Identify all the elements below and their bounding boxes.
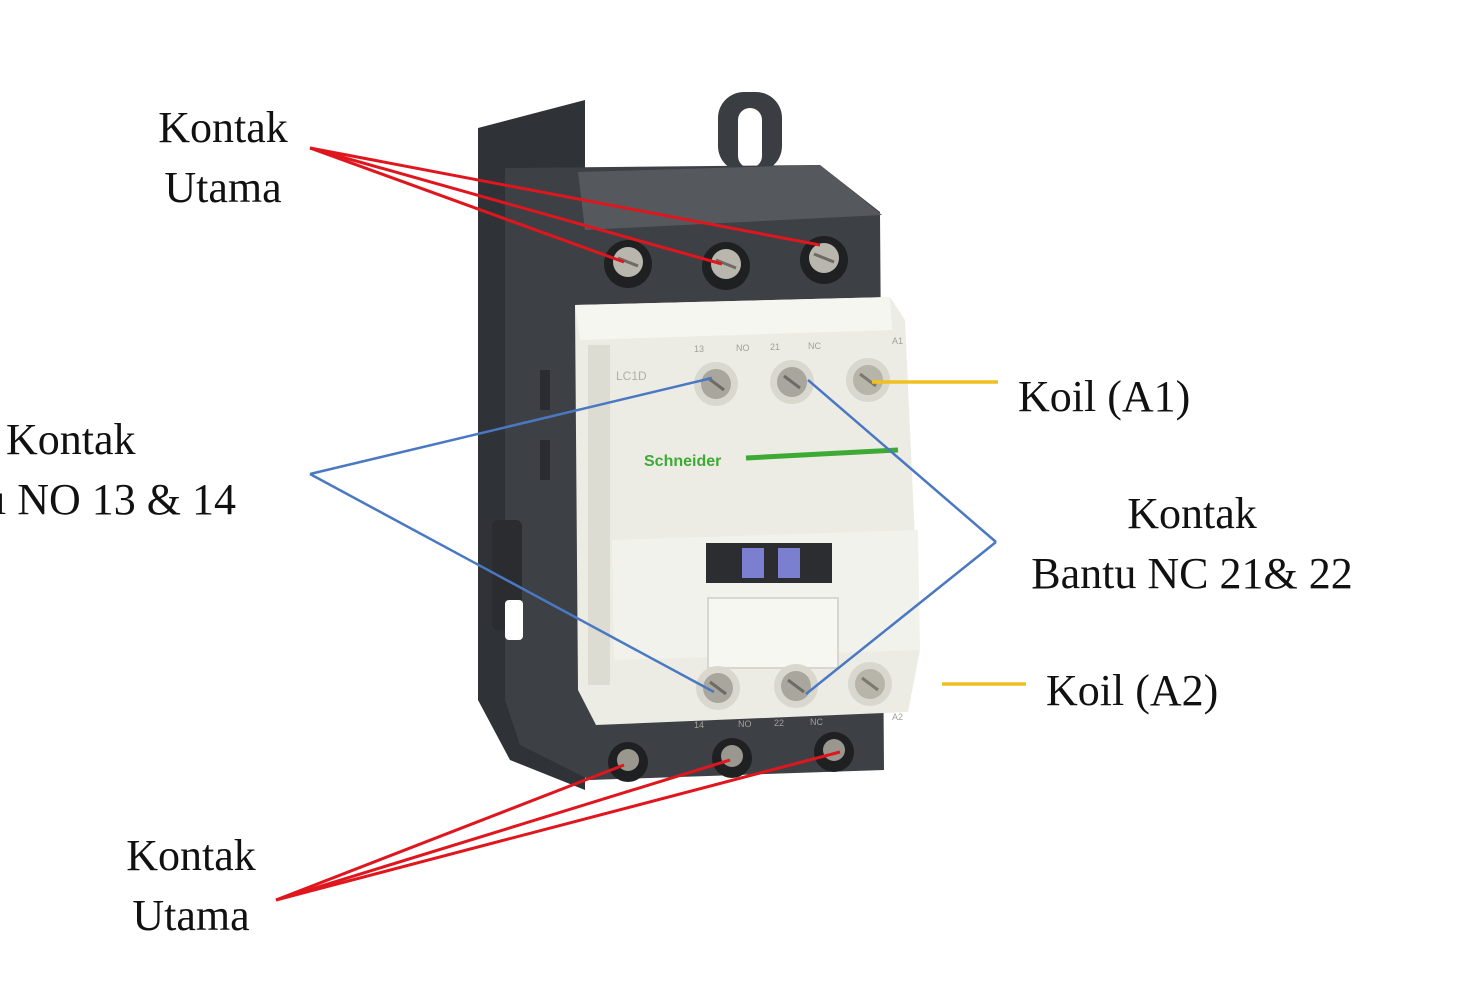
label-line: Kontak (158, 103, 288, 152)
label-coil-a1: Koil (A1) (1018, 372, 1191, 421)
coil-terminal-a1 (846, 358, 890, 402)
mark-no-top: NO (736, 343, 750, 353)
label-coil-a2: Koil (A2) (1046, 666, 1219, 715)
mark-a2: A2 (892, 712, 903, 722)
label-line: Kontak (6, 415, 136, 464)
coil-terminal-a2 (848, 662, 892, 706)
mark-13: 13 (694, 344, 704, 354)
label-line: Kontak (126, 831, 256, 880)
main-terminal-top-1 (604, 240, 652, 288)
label-aux-no: Kontak ı NO 13 & 14 (0, 410, 236, 530)
status-window (706, 543, 832, 583)
main-terminal-bottom-2 (712, 738, 752, 778)
mark-nc-top: NC (808, 341, 821, 351)
mark-21: 21 (770, 342, 780, 352)
label-main-contact-bottom: Kontak Utama (108, 826, 274, 946)
leader-lines-main-top (309, 146, 821, 266)
label-line: Utama (164, 163, 282, 212)
main-terminal-top-3 (800, 236, 848, 284)
label-line: ı NO 13 & 14 (0, 475, 236, 524)
leader-lines-main-bottom (275, 750, 841, 902)
model-mark: LC1D (616, 369, 647, 383)
mark-22: 22 (774, 718, 784, 728)
aux-terminal-14 (696, 666, 740, 710)
label-line: Bantu NC 21& 22 (1031, 549, 1353, 598)
mark-no-bottom: NO (738, 719, 752, 729)
label-line: Utama (132, 891, 250, 940)
leader-lines-aux-nc (805, 379, 997, 695)
main-terminal-bottom-3 (814, 732, 854, 772)
contactor-front-module: Schneider LC1D 13 NO 21 NC A1 14 NO 22 N… (575, 297, 920, 730)
label-line: Kontak (1127, 489, 1257, 538)
aux-terminal-22 (774, 664, 818, 708)
brand-logo: Schneider (644, 453, 721, 470)
aux-terminal-13 (694, 362, 738, 406)
main-terminal-top-2 (702, 242, 750, 290)
mark-nc-bottom: NC (810, 717, 823, 727)
mark-a1: A1 (892, 336, 903, 346)
label-aux-nc: Kontak Bantu NC 21& 22 (1014, 484, 1370, 604)
mark-14: 14 (694, 720, 704, 730)
leader-lines-aux-no (309, 376, 715, 694)
label-main-contact-top: Kontak Utama (140, 98, 306, 218)
main-terminal-bottom-1 (608, 742, 648, 782)
aux-terminal-21 (770, 360, 814, 404)
